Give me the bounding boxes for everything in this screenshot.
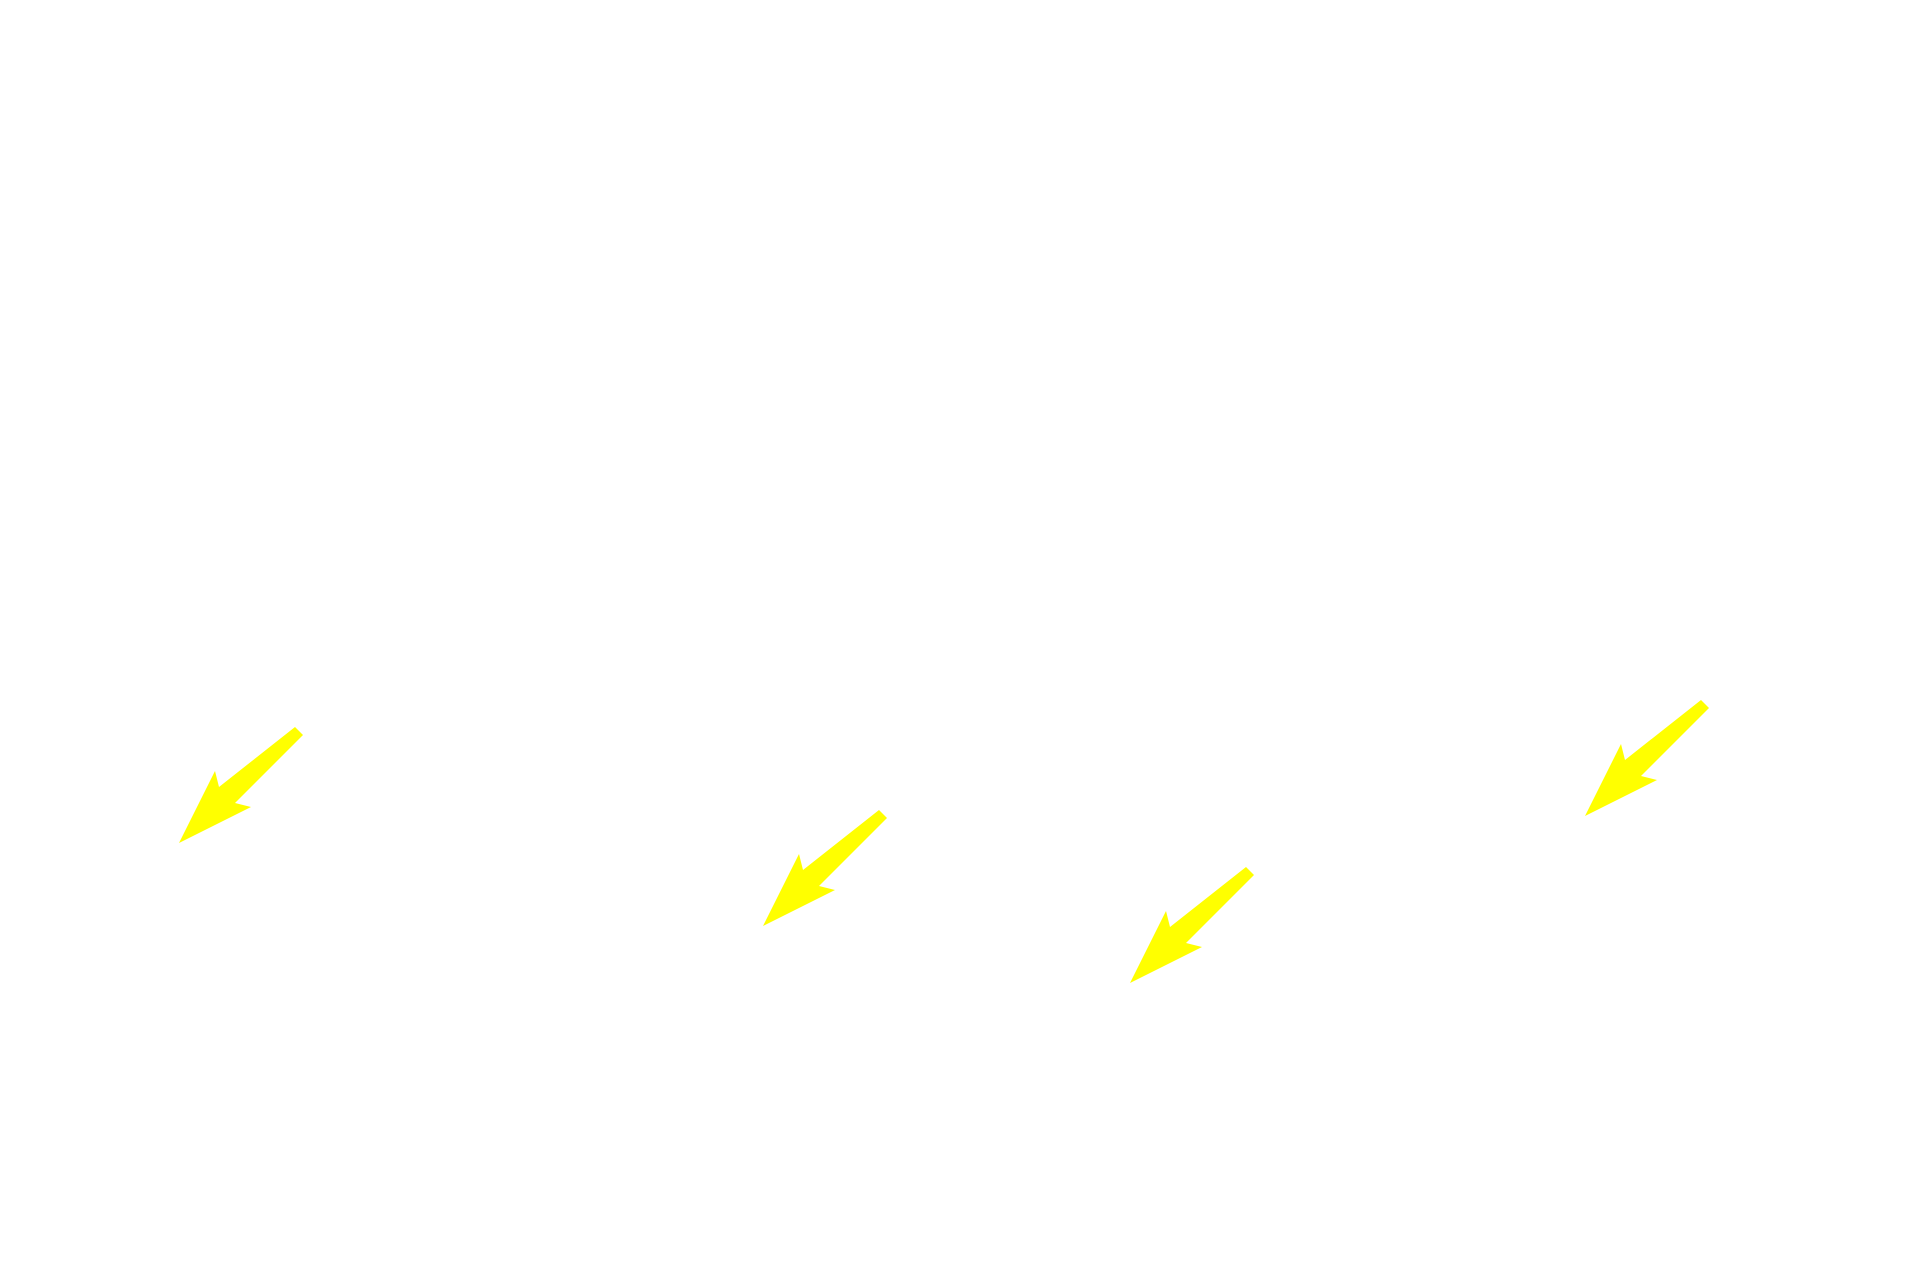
- arrow-down-left-icon: [763, 810, 887, 926]
- arrow-down-left-icon: [179, 727, 303, 843]
- arrow-down-left-icon: [1130, 867, 1254, 983]
- arrow-down-left-icon: [1585, 700, 1709, 816]
